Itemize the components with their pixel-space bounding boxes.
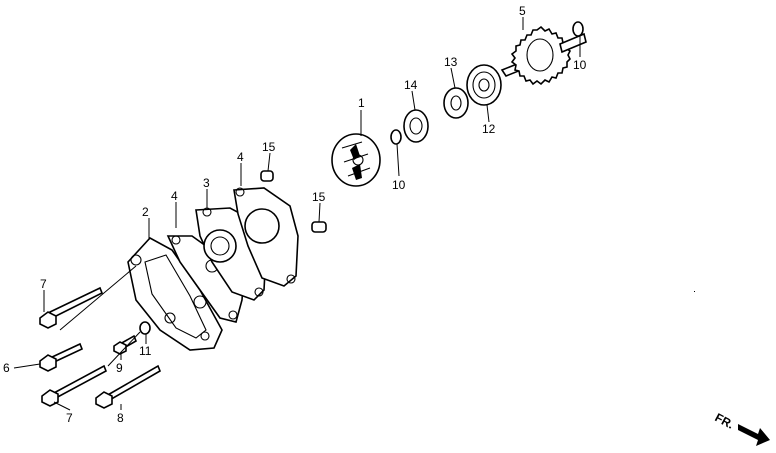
front-direction-label: FR. xyxy=(713,410,737,431)
bolt-short xyxy=(113,334,138,355)
impeller xyxy=(331,133,381,187)
leader-lines xyxy=(13,17,581,411)
bearing xyxy=(466,64,502,106)
front-direction-arrow-icon xyxy=(738,424,770,446)
dowel-pin-upper xyxy=(260,170,274,182)
callout-5: 5 xyxy=(519,4,526,18)
callout-7-lower: 7 xyxy=(66,411,73,425)
callout-6: 6 xyxy=(3,361,10,375)
water-seal xyxy=(443,87,469,119)
callout-11: 11 xyxy=(139,344,152,358)
callout-7-upper: 7 xyxy=(40,277,47,291)
washer-lower xyxy=(390,129,402,145)
callout-9: 9 xyxy=(116,361,123,375)
gasket-right xyxy=(233,187,299,287)
callout-14: 14 xyxy=(404,78,418,92)
stray-dot xyxy=(694,291,695,292)
dowel-pin-lower xyxy=(311,221,327,233)
callout-12: 12 xyxy=(482,122,496,136)
bolt-upper-long xyxy=(39,286,104,329)
callout-15-upper: 15 xyxy=(262,140,276,154)
callout-1: 1 xyxy=(358,96,365,110)
oil-seal xyxy=(403,109,429,143)
callout-15-lower: 15 xyxy=(312,190,326,204)
callout-10-lower: 10 xyxy=(392,178,406,192)
callout-4-left: 4 xyxy=(171,189,178,203)
bolt-middle xyxy=(39,342,84,372)
washer-small xyxy=(139,321,151,335)
washer-upper xyxy=(572,21,584,37)
callout-4-right: 4 xyxy=(237,150,244,164)
callouts: 1 2 3 4 4 5 6 7 7 8 9 10 10 11 12 13 14 … xyxy=(3,4,587,425)
front-direction-indicator: FR. xyxy=(713,410,770,446)
callout-10-upper: 10 xyxy=(573,58,587,72)
bolt-right xyxy=(95,364,162,409)
callout-13: 13 xyxy=(444,55,458,69)
callout-2: 2 xyxy=(142,205,149,219)
callout-3: 3 xyxy=(203,176,210,190)
pump-shaft-gear xyxy=(500,25,587,86)
callout-8: 8 xyxy=(117,411,124,425)
pump-cover xyxy=(127,236,223,351)
